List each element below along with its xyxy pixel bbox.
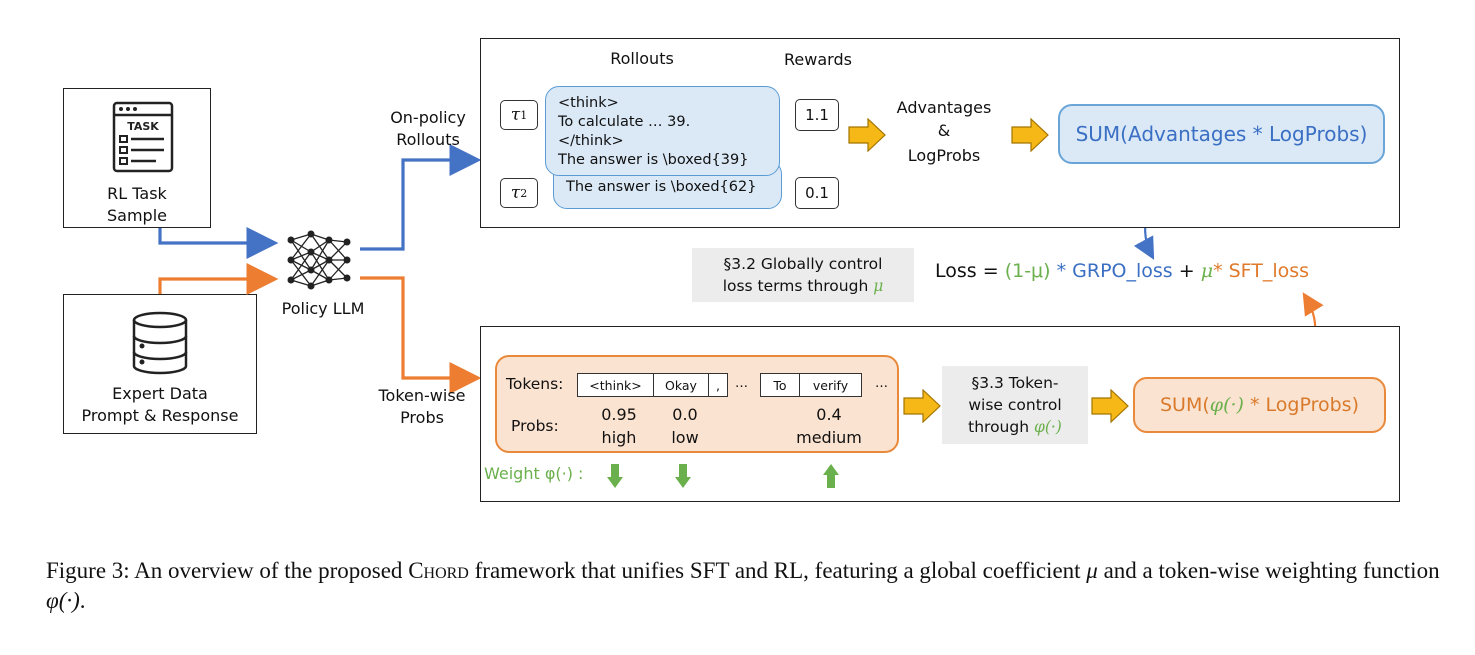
caption-phi: φ(·) <box>46 588 80 613</box>
global-control-line-2: loss terms through μ <box>723 275 884 297</box>
token-control-text: through <box>968 418 1030 436</box>
sft-sum-suffix: * LogProbs) <box>1243 394 1359 416</box>
figure-caption: Figure 3: An overview of the proposed Ch… <box>46 556 1446 616</box>
advantages-label-2: & <box>937 121 951 140</box>
rollout-2-text: The answer is \boxed{62} <box>566 179 757 195</box>
tokens-label: Tokens: <box>506 375 564 393</box>
prob-value: 0.4 <box>816 405 842 424</box>
yellow-arrow-icon <box>848 118 886 152</box>
arrow-up-icon <box>823 464 839 488</box>
loss-star-2: * <box>1213 260 1223 282</box>
loss-star-1: * <box>1056 260 1067 282</box>
policy-to-probs-arrow <box>360 276 482 394</box>
loss-plus: + <box>1178 260 1195 282</box>
rollout-1-line: To calculate … 39. <box>558 114 691 130</box>
rollouts-header: Rollouts <box>610 49 674 68</box>
prob-level: low <box>671 428 699 447</box>
task-icon: TASK <box>112 101 174 173</box>
global-control-text: loss terms through <box>722 277 869 295</box>
policy-to-rollouts-arrow <box>360 144 482 251</box>
advantages-label-1: Advantages <box>896 98 992 117</box>
tau1-sub: 1 <box>520 108 528 122</box>
expert-data-box: Expert Data Prompt & Response <box>63 294 257 434</box>
rollout-1-line: The answer is \boxed{39} <box>558 152 749 168</box>
database-icon <box>132 311 188 375</box>
rollout-1-line: </think> <box>558 133 624 149</box>
token-cell: To <box>760 373 800 397</box>
caption-end: . <box>79 588 86 613</box>
sft-sum-box: SUM(φ(·) * LogProbs) <box>1133 377 1386 433</box>
reward-1: 1.1 <box>795 99 839 131</box>
weight-label: Weight φ(·) : <box>484 464 584 483</box>
prob-value: 0.95 <box>601 405 637 424</box>
neural-network-icon <box>287 230 351 290</box>
grpo-sum-box: SUM(Advantages * LogProbs) <box>1058 104 1385 164</box>
token-cell: , <box>708 373 728 397</box>
svg-text:TASK: TASK <box>127 120 159 133</box>
token-ellipsis: … <box>875 376 888 391</box>
on-policy-label-1: On-policy <box>390 108 466 127</box>
token-ellipsis: … <box>735 376 748 391</box>
rollout-1-line: <think> <box>558 95 619 111</box>
reward-2: 0.1 <box>795 177 839 209</box>
token-cell: <think> <box>577 373 654 397</box>
expert-label-1: Expert Data <box>112 384 208 403</box>
tau2-symbol: τ <box>510 183 521 203</box>
caption-name: Chord <box>408 558 469 583</box>
token-control-box: §3.3 Token- wise control through φ(·) <box>942 366 1088 444</box>
arrow-down-icon <box>675 464 691 488</box>
probs-label: Probs: <box>511 417 559 435</box>
caption-mu: μ <box>1086 558 1098 583</box>
caption-prefix: Figure 3: An overview of the proposed <box>46 558 409 583</box>
rl-task-label-1: RL Task <box>107 184 167 203</box>
yellow-arrow-icon <box>1011 118 1049 152</box>
rl-task-box: TASK RL Task Sample <box>63 88 211 228</box>
token-probs-box: Tokens: <think> Okay , … To verify … Pro… <box>495 355 899 453</box>
yellow-arrow-icon <box>1091 389 1129 423</box>
token-wise-label-2: Probs <box>400 408 444 427</box>
rollout-1: <think> To calculate … 39. </think> The … <box>545 86 780 176</box>
tau2-sub: 2 <box>520 186 528 200</box>
loss-grpo: GRPO_loss <box>1072 260 1173 282</box>
prob-value: 0.0 <box>672 405 698 424</box>
loss-equation: Loss = (1-μ) * GRPO_loss + μ* SFT_loss <box>935 260 1309 282</box>
rl-task-label-2: Sample <box>107 206 167 225</box>
caption-line2-prefix: and a token-wise weighting function <box>1097 558 1440 583</box>
global-control-line-1: §3.2 Globally control <box>723 255 883 273</box>
token-cell: Okay <box>653 373 709 397</box>
global-control-box: §3.2 Globally control loss terms through… <box>692 248 914 302</box>
arrow-down-icon <box>607 464 623 488</box>
sft-sum-prefix: SUM( <box>1160 394 1210 416</box>
prob-level: high <box>601 428 637 447</box>
expert-label-2: Prompt & Response <box>81 406 239 425</box>
token-control-phi: φ(·) <box>1033 418 1062 436</box>
token-control-line-3: through φ(·) <box>968 416 1062 438</box>
expert-to-policy-arrow <box>158 263 279 295</box>
on-policy-label-2: Rollouts <box>396 130 460 149</box>
token-wise-label-1: Token-wise <box>378 386 466 405</box>
task-to-policy-arrow <box>158 227 279 259</box>
advantages-label-3: LogProbs <box>907 146 981 165</box>
loss-sft: SFT_loss <box>1228 260 1310 282</box>
token-cell: verify <box>799 373 862 397</box>
token-row: <think> Okay , … To verify … <box>577 373 893 397</box>
tau1-symbol: τ <box>510 105 521 125</box>
token-control-line-2: wise control <box>968 396 1062 414</box>
loss-one-minus-mu: (1-μ) <box>1004 260 1051 282</box>
rewards-header: Rewards <box>784 50 852 69</box>
token-control-line-1: §3.3 Token- <box>971 374 1059 392</box>
loss-mu: μ <box>1200 260 1214 282</box>
sft-sum-phi: φ(·) <box>1209 394 1244 416</box>
yellow-arrow-icon <box>903 389 941 423</box>
loss-prefix: Loss = <box>935 260 999 282</box>
prob-level: medium <box>796 428 862 447</box>
policy-llm-label: Policy LLM <box>281 299 365 318</box>
caption-middle: framework that unifies SFT and RL, featu… <box>468 558 1087 583</box>
global-mu: μ <box>873 277 884 295</box>
